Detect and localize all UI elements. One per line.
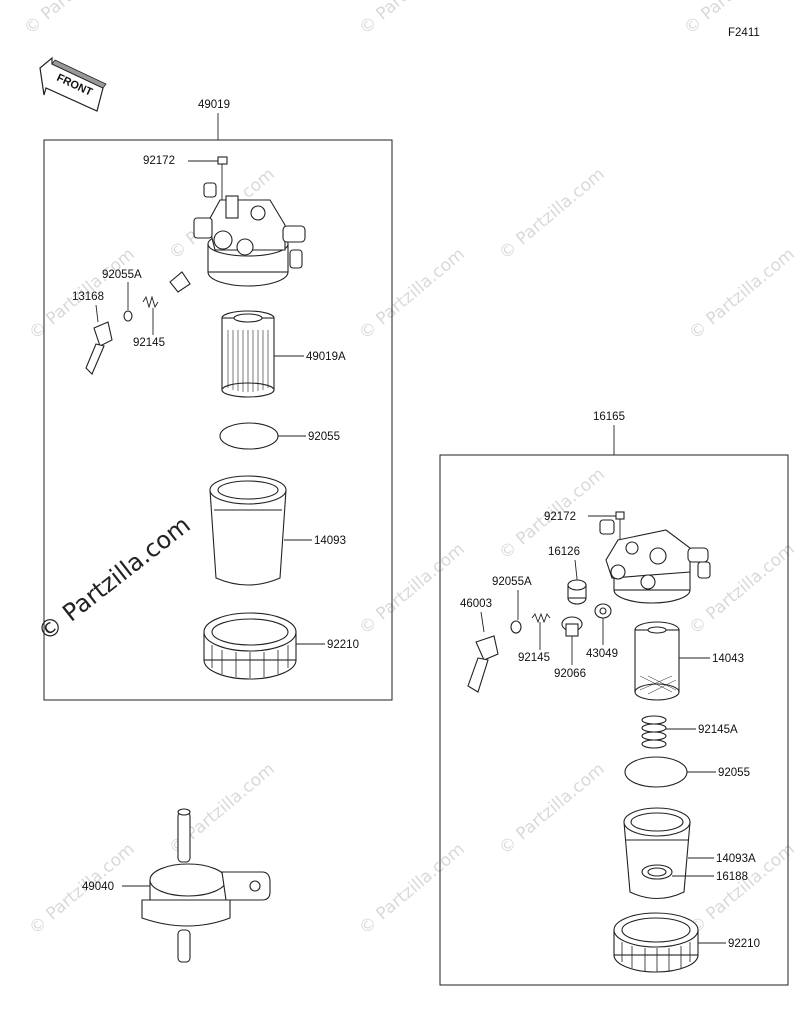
assembly-number: 16165 (593, 411, 625, 423)
diagram-code: F2411 (728, 27, 760, 39)
part-label: 92210 (327, 639, 359, 651)
o-ring-92055 (219, 422, 279, 450)
part-label: 92210 (728, 938, 760, 950)
o-ring-92055A (123, 310, 133, 322)
part-label: 92066 (554, 668, 586, 680)
part-label: 92055 (718, 767, 750, 779)
part-label: 14043 (712, 653, 744, 665)
fuel-cock-head (193, 182, 306, 287)
watermark-text: © Partzilla.com (495, 164, 608, 264)
assembly-frame (43, 139, 393, 701)
bowl-14093A (623, 807, 691, 900)
plug-92066 (561, 616, 583, 637)
part-label: 46003 (460, 598, 492, 610)
part-label: 92145 (518, 652, 550, 664)
watermarks: © Partzilla.com © Partzilla.com © Partzi… (20, 0, 798, 939)
spring-92145 (142, 295, 159, 309)
watermark-text: © Partzilla.com (685, 244, 798, 344)
part-label: 16188 (716, 871, 748, 883)
front-arrow-icon: FRONT (39, 56, 107, 112)
plunger (169, 271, 191, 293)
assembly-frame (439, 454, 789, 986)
inline-filter-49040: 49040 (82, 808, 271, 963)
part-label: 92172 (143, 155, 175, 167)
filter-element-14043 (634, 621, 680, 701)
assembly-49019: 49019 92172 92055A 13168 (43, 99, 393, 701)
bolt-92172 (615, 511, 625, 520)
watermark-text: © Partzilla.com (495, 759, 608, 859)
fuel-cock-head (599, 519, 711, 604)
part-label: 14093 (314, 535, 346, 547)
filter-element-49019A (221, 310, 275, 398)
assembly-number: 49019 (198, 99, 230, 111)
ring-nut-92210 (203, 612, 297, 680)
lever-46003 (467, 635, 499, 693)
bowl-14093 (209, 475, 287, 586)
part-label: 92055A (492, 576, 532, 588)
spring-92145A (641, 715, 667, 749)
cup-16126 (567, 579, 587, 605)
watermark-text: © Partzilla.com (20, 0, 133, 39)
lever-13168 (85, 321, 113, 375)
part-label: 16126 (548, 546, 580, 558)
assembly-16165: 16165 92172 16126 92055 (439, 411, 789, 986)
part-label: 92055A (102, 269, 142, 281)
o-ring-92055 (624, 756, 688, 788)
watermark-text: © Partzilla.com (355, 244, 468, 344)
o-ring-92055A (510, 620, 522, 634)
part-label: 92145A (698, 724, 738, 736)
part-label: 49040 (82, 881, 114, 893)
ring-nut-92210 (613, 912, 699, 973)
bolt-92172 (217, 156, 228, 165)
spring-92145 (531, 612, 551, 624)
part-label: 92172 (544, 511, 576, 523)
part-label: 92145 (133, 337, 165, 349)
watermark-text: © Partzilla.com (355, 839, 468, 939)
part-label: 13168 (72, 291, 104, 303)
watermark-text: © Partzilla.com (355, 539, 468, 639)
part-label: 14093A (716, 853, 756, 865)
part-label: 43049 (586, 648, 618, 660)
part-label: 49019A (306, 351, 346, 363)
watermark-text: © Partzilla.com (355, 0, 468, 39)
part-label: 92055 (308, 431, 340, 443)
watermark-primary: © Partzilla.com (32, 511, 195, 647)
